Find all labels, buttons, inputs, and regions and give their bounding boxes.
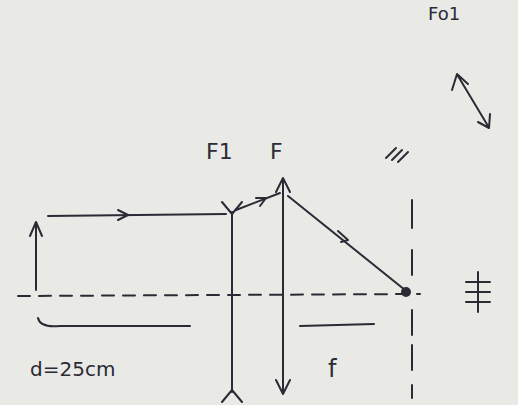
incoming-ray xyxy=(48,214,226,216)
converging-lens xyxy=(276,178,290,394)
sketch-label: d=25cm xyxy=(30,358,115,380)
sketch-label: F1 xyxy=(206,140,233,164)
object-arrow xyxy=(30,222,42,290)
sketch-label: f xyxy=(328,356,336,382)
ray-arrowhead xyxy=(256,198,266,206)
diverging-lens xyxy=(222,202,242,402)
sketch-label: F xyxy=(270,140,283,164)
optical-axis xyxy=(18,294,420,296)
focal-bracket xyxy=(300,324,374,326)
double-arrow xyxy=(452,74,490,128)
sketch-label: Fo1 xyxy=(428,4,460,24)
ray-arrowhead xyxy=(118,210,128,220)
symbol-mark xyxy=(466,272,490,312)
hatching xyxy=(386,148,408,162)
refracted-ray xyxy=(288,196,405,290)
distance-bracket xyxy=(38,318,190,326)
diverged-ray xyxy=(236,193,280,210)
image-plane xyxy=(411,200,413,398)
image-point xyxy=(402,288,410,296)
ray-arrowhead xyxy=(338,231,348,242)
